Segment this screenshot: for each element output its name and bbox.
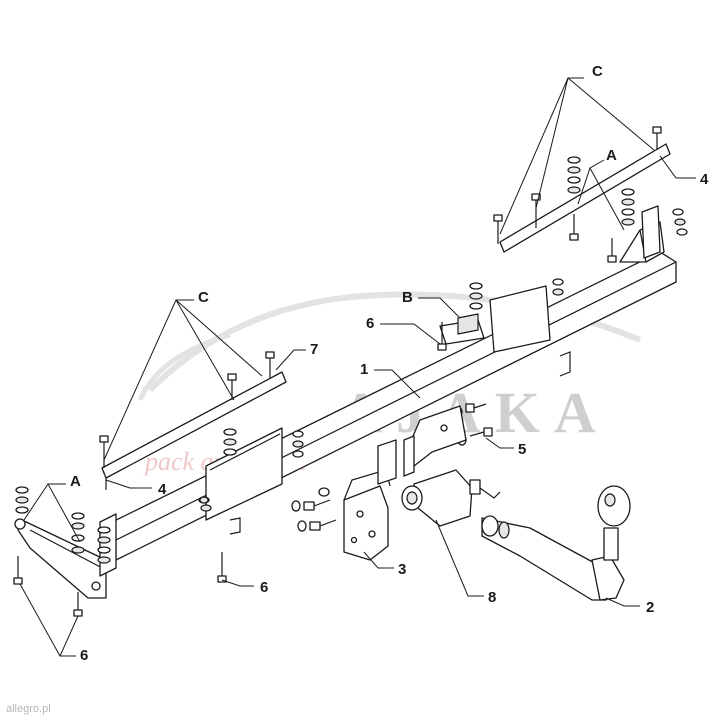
callout-2: 2 — [646, 599, 654, 616]
washer-stack — [469, 282, 483, 310]
callout-labels: C A 4 B 6 7 C 1 5 A 4 6 3 8 2 6 — [70, 63, 709, 664]
washer-stack — [97, 526, 111, 564]
electrical-socket — [401, 469, 501, 527]
bolt — [73, 592, 83, 617]
socket-bracket — [343, 469, 391, 561]
callout-a-left: A — [70, 473, 81, 490]
bolt — [652, 126, 662, 150]
washer-stack — [567, 156, 581, 194]
bolt — [265, 351, 275, 378]
bolt — [309, 519, 337, 531]
source-watermark: allegro.pl — [6, 703, 51, 715]
washer-stack — [292, 430, 304, 458]
callout-a-top: A — [606, 147, 617, 164]
callout-b: B — [402, 289, 413, 306]
leader-lines — [19, 77, 696, 657]
callout-c-left: C — [198, 289, 209, 306]
washer-stack — [672, 208, 688, 236]
bolt — [465, 403, 487, 413]
bolt — [437, 322, 447, 351]
washer-stack — [223, 428, 237, 456]
coupling-bracket — [377, 405, 467, 485]
bolt — [13, 556, 23, 585]
loose-nut — [199, 496, 209, 504]
washer-stacks — [15, 156, 688, 564]
left-side-arm — [14, 518, 107, 599]
bolt — [469, 427, 493, 437]
ball-mount — [481, 485, 631, 601]
bolt — [569, 214, 579, 241]
washer-stack — [552, 278, 564, 296]
bolt — [303, 499, 331, 511]
washer-stack — [15, 486, 29, 514]
bolt — [217, 552, 227, 583]
callout-5: 5 — [518, 441, 526, 458]
bolt — [493, 214, 503, 244]
mounting-plate-left — [99, 371, 287, 577]
bolts — [13, 126, 662, 617]
bracket-b — [439, 313, 485, 345]
bolt — [99, 435, 109, 468]
callout-3: 3 — [398, 561, 406, 578]
callout-8: 8 — [488, 589, 496, 606]
washer-stack — [621, 188, 635, 226]
callout-6-mid: 6 — [366, 315, 374, 332]
callout-7: 7 — [310, 341, 318, 358]
washer-stack — [71, 512, 85, 554]
callout-6-lower: 6 — [260, 579, 268, 596]
bolt — [531, 193, 541, 228]
callout-1: 1 — [360, 361, 368, 378]
bolt — [607, 238, 617, 263]
bolts-near-socket-plate — [291, 487, 337, 532]
callout-6-bottom: 6 — [80, 647, 88, 664]
callout-4-left: 4 — [158, 481, 167, 498]
callout-c-top: C — [592, 63, 603, 80]
mounting-plate-right — [489, 143, 671, 353]
callout-4-top: 4 — [700, 171, 709, 188]
